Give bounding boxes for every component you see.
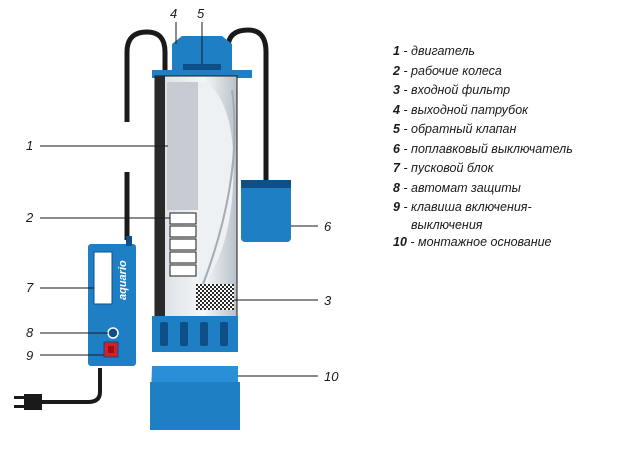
callout-3: 3 <box>324 293 332 308</box>
control-box-window <box>93 251 113 305</box>
pump-body-edge-left <box>155 76 165 322</box>
pump-cap <box>152 70 252 78</box>
legend-item: 8 - автомат защиты <box>393 180 521 195</box>
float-cable <box>225 27 269 180</box>
legend-item: 4 - выходной патрубок <box>393 102 529 117</box>
callout-8: 8 <box>26 325 34 340</box>
plug-cable <box>42 368 102 404</box>
brand-text: aquario <box>117 260 129 300</box>
callout-9: 9 <box>26 348 33 363</box>
callout-5: 5 <box>197 6 205 21</box>
cutaway-edge <box>199 89 236 293</box>
callout-10: 10 <box>324 369 339 384</box>
callout-7: 7 <box>26 280 34 295</box>
plug <box>24 394 42 410</box>
legend-item: 7 - пусковой блок <box>393 161 494 175</box>
power-cable-left <box>124 29 168 122</box>
check-valve <box>183 64 221 73</box>
callout-1: 1 <box>26 138 33 153</box>
legend-item-continuation: выключения <box>411 217 483 232</box>
legend-item: 6 - поплавковый выключатель <box>393 141 573 156</box>
legend-item: 10 - монтажное основание <box>393 234 552 249</box>
callout-4: 4 <box>170 6 177 21</box>
impellers <box>169 212 197 277</box>
legend-item: 5 - обратный клапан <box>393 122 517 136</box>
legend-item: 2 - рабочие колеса <box>393 63 502 78</box>
float-switch <box>241 180 291 242</box>
legend: 1 - двигатель 2 - рабочие колеса 3 - вхо… <box>393 42 573 252</box>
callout-2: 2 <box>25 210 34 225</box>
inlet-filter <box>196 284 234 310</box>
legend-item: 1 - двигатель <box>393 44 475 58</box>
pump-bottom-slots <box>160 322 228 346</box>
protection-breaker <box>107 327 119 339</box>
motor-cutaway <box>198 82 234 292</box>
callout-6: 6 <box>324 219 332 234</box>
legend-item: 9 - клавиша включения-выключения <box>393 198 573 233</box>
legend-item: 3 - входной фильтр <box>393 83 511 97</box>
